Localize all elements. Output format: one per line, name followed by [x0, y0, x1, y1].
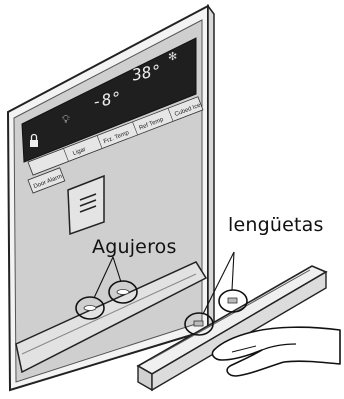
svg-text:38°: 38°: [132, 61, 161, 85]
light-button-label[interactable]: Ligar: [72, 147, 87, 157]
tab-left-marker: [184, 312, 214, 336]
svg-text:💡︎: 💡︎: [62, 114, 70, 126]
temperature-display: -8° 38°: [92, 61, 161, 112]
control-panel: ((⌂)) 💡︎ -8° 38° ✻: [21, 37, 197, 163]
lightbulb-icon: 💡︎: [62, 114, 70, 126]
dispenser-paddle: [67, 174, 105, 236]
wifi-icon: ((⌂)): [36, 128, 53, 138]
panel-buttons-row: Ligar Frz. Temp Ref Temp Cubed Ice: [27, 96, 204, 176]
hand-illustration: [211, 326, 341, 377]
holes-callout: Agujeros: [92, 236, 177, 258]
svg-text:((⌂)): ((⌂)): [36, 128, 53, 138]
hole-left-marker: [75, 296, 105, 320]
lock-icon: [30, 133, 38, 147]
ice-icon: ✻: [168, 51, 177, 63]
tab-right-marker: [218, 289, 248, 313]
tabs-callout: lengüetas: [228, 214, 324, 236]
hole-right-marker: [108, 280, 138, 304]
drip-tray: [136, 265, 328, 392]
svg-text:-8°: -8°: [92, 88, 121, 112]
svg-text:✻: ✻: [168, 51, 177, 63]
